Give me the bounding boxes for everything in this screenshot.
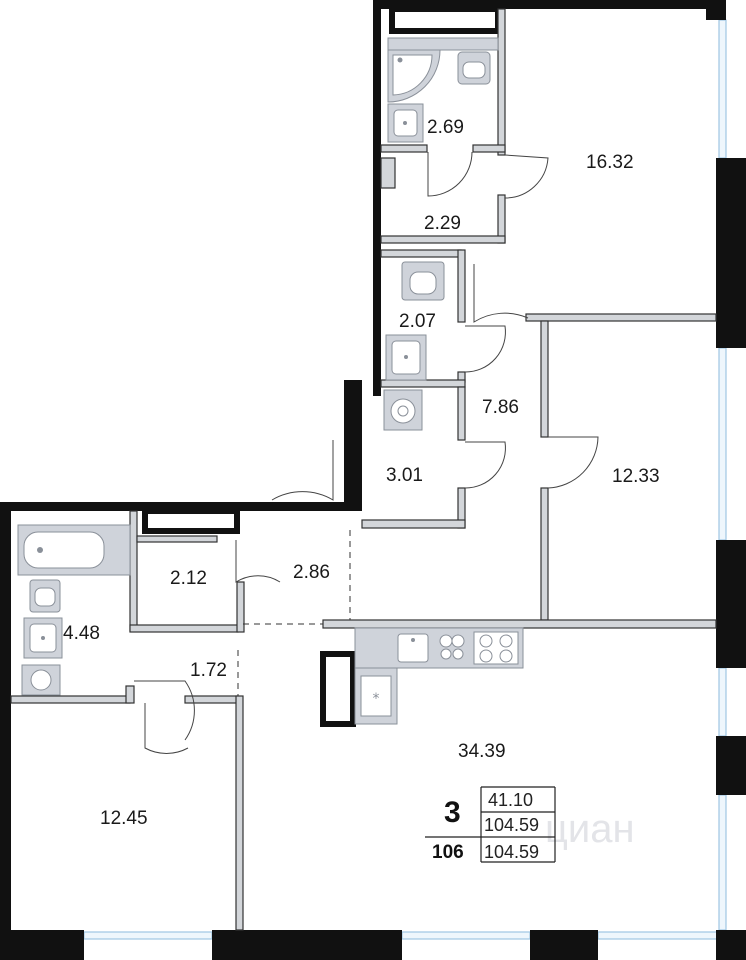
area-bedroom-top: 16.32 xyxy=(586,152,634,173)
partitions xyxy=(10,8,717,931)
total-area-secondary: 104.59 xyxy=(484,842,539,862)
window xyxy=(718,667,727,737)
zone-dividers xyxy=(237,530,351,696)
room-labels: 2.69 16.32 2.29 2.07 7.86 3.01 12.33 4.4… xyxy=(63,117,660,829)
window xyxy=(83,931,213,940)
total-area: 104.59 xyxy=(484,815,539,835)
area-bedroom-left: 12.45 xyxy=(100,808,148,829)
area-wc: 2.07 xyxy=(399,311,436,332)
svg-text:*: * xyxy=(373,691,380,707)
area-bath-top: 2.69 xyxy=(427,117,464,138)
area-hall: 7.86 xyxy=(482,397,519,418)
apartment-info: 3 41.10 104.59 106 104.59 xyxy=(425,786,556,863)
area-living-kitchen: 34.39 xyxy=(458,741,506,762)
area-storage: 3.01 xyxy=(386,465,423,486)
bathroom-left-fixtures xyxy=(17,524,131,696)
doors xyxy=(134,151,599,754)
storage-fixture xyxy=(383,389,423,431)
window xyxy=(597,931,719,940)
window xyxy=(718,347,727,541)
area-entry: 2.86 xyxy=(293,562,330,583)
kitchen-fixtures: * xyxy=(354,627,524,725)
window xyxy=(718,794,727,931)
apartment-number: 106 xyxy=(432,842,464,863)
area-corridor-left: 1.72 xyxy=(190,660,227,681)
window xyxy=(401,931,531,940)
rooms-count: 3 xyxy=(444,796,461,829)
window xyxy=(718,19,727,159)
area-dressing: 2.12 xyxy=(170,568,207,589)
bathroom-top-fixtures xyxy=(387,37,499,143)
living-area: 41.10 xyxy=(488,790,533,810)
area-corridor-top: 2.29 xyxy=(424,213,461,234)
wc-fixtures xyxy=(385,261,445,381)
area-bath-left: 4.48 xyxy=(63,623,100,644)
area-bedroom-right: 12.33 xyxy=(612,466,660,487)
watermark: циан xyxy=(545,807,635,851)
